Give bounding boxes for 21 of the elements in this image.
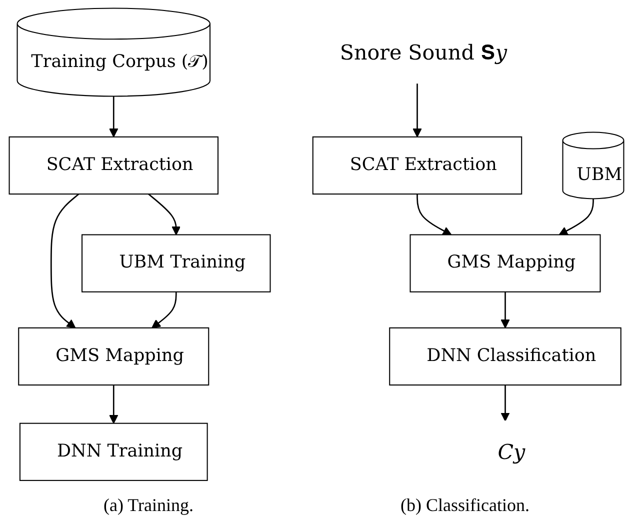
node-text: 𝐶𝑦	[498, 440, 526, 464]
arrow	[109, 96, 118, 138]
arrow	[50, 194, 80, 328]
figure-caption: (a) Training.	[104, 495, 194, 516]
node-box: DNN Training	[19, 422, 208, 481]
arrow	[500, 292, 510, 328]
node-box: SCAT Extraction	[8, 136, 218, 195]
arrow	[500, 385, 510, 422]
node-box: SCAT Extraction	[312, 136, 522, 195]
arrow	[558, 198, 594, 236]
node-box: GMS Mapping	[410, 234, 601, 292]
node-box: DNN Classification	[389, 327, 622, 386]
node-text: Snore Sound 𝐒𝑦	[340, 40, 507, 65]
figure-caption: (b) Classification.	[400, 495, 530, 516]
arrow	[109, 385, 118, 424]
arrow	[148, 194, 181, 236]
node-box: UBM Training	[82, 234, 271, 292]
arrow	[412, 83, 422, 138]
node-box: GMS Mapping	[18, 327, 210, 386]
arrow	[416, 194, 452, 236]
arrow	[152, 292, 177, 328]
